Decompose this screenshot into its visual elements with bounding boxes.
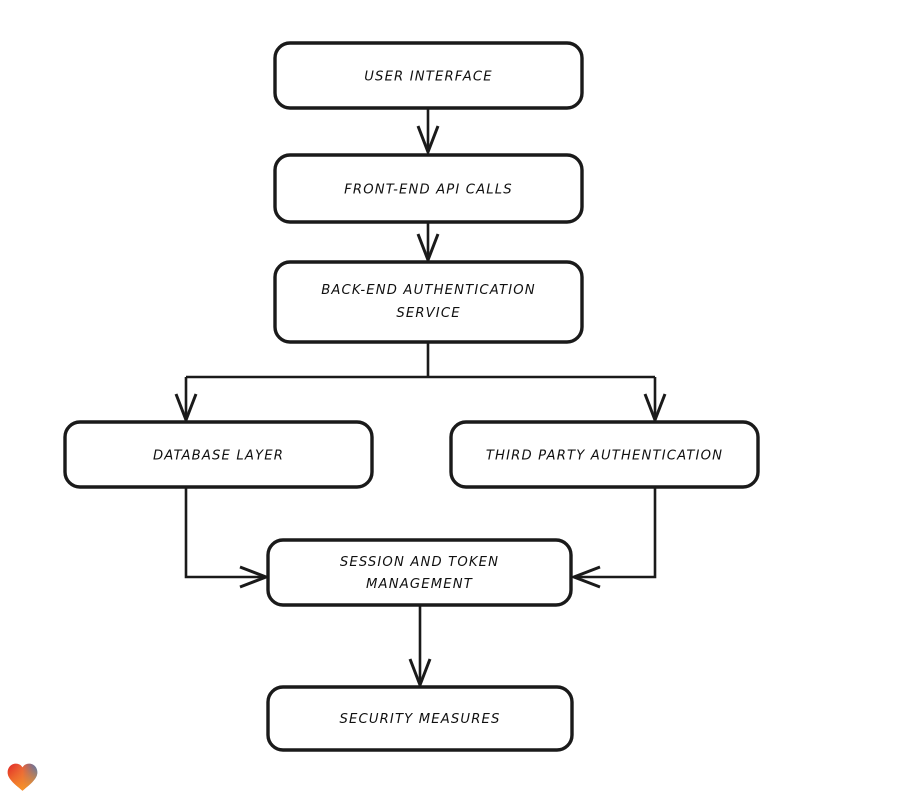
arrowhead-icon <box>408 658 432 690</box>
node-front-end-api-calls[interactable]: FRONT-END API CALLS <box>273 153 584 224</box>
arrowhead-icon <box>416 125 440 157</box>
edge-backend-branch-bus <box>186 342 655 379</box>
node-back-end-auth-service[interactable]: BACK-END AUTHENTICATION SERVICE <box>273 260 584 344</box>
gradient-heart-icon <box>7 763 38 791</box>
edge-ui-to-api <box>416 108 440 157</box>
arrowhead-icon <box>643 393 667 425</box>
node-label: DATABASE LAYER <box>153 449 284 464</box>
arrowhead-icon <box>174 393 198 425</box>
node-security-measures[interactable]: SECURITY MEASURES <box>266 685 574 752</box>
edge-backend-to-thirdparty <box>643 377 667 425</box>
edge-api-to-backend <box>416 222 440 265</box>
node-box[interactable] <box>273 260 584 344</box>
edge-thirdparty-to-session <box>569 487 657 589</box>
node-session-token-mgmt[interactable]: SESSION AND TOKEN MANAGEMENT <box>266 538 573 607</box>
arrowhead-icon <box>416 233 440 265</box>
arrowhead-icon <box>239 565 271 589</box>
node-label-line1: SESSION AND TOKEN <box>340 555 499 570</box>
edge-database-to-session <box>184 487 271 589</box>
node-box[interactable] <box>449 420 760 489</box>
node-box[interactable] <box>273 41 584 110</box>
node-user-interface[interactable]: USER INTERFACE <box>273 41 584 110</box>
node-box[interactable] <box>63 420 374 489</box>
arrowhead-icon <box>569 565 601 589</box>
node-label-line1: BACK-END AUTHENTICATION <box>321 283 536 298</box>
node-label: THIRD PARTY AUTHENTICATION <box>486 449 723 464</box>
edge-backend-to-database <box>174 377 198 425</box>
edge-line <box>576 487 657 579</box>
node-box[interactable] <box>266 538 573 607</box>
node-box[interactable] <box>266 685 574 752</box>
node-label: FRONT-END API CALLS <box>344 183 513 198</box>
node-box[interactable] <box>273 153 584 224</box>
node-third-party-auth[interactable]: THIRD PARTY AUTHENTICATION <box>449 420 760 489</box>
node-database-layer[interactable]: DATABASE LAYER <box>63 420 374 489</box>
node-label-line2: MANAGEMENT <box>366 577 473 592</box>
node-label: USER INTERFACE <box>364 70 493 85</box>
node-label-line2: SERVICE <box>396 306 460 321</box>
edge-line <box>184 487 264 579</box>
node-label: SECURITY MEASURES <box>339 712 500 727</box>
edge-session-to-security <box>408 605 432 690</box>
